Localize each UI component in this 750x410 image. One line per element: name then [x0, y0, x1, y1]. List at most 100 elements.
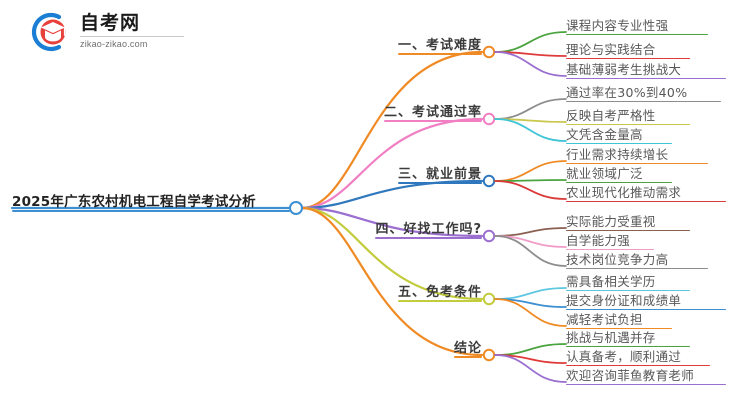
branch-node-3[interactable]: 三、就业前景 — [397, 163, 482, 184]
root-node-underline — [12, 210, 290, 212]
leaf-node-3-3[interactable]: 农业现代化推动需求 — [566, 182, 726, 203]
leaf-node-1-3[interactable]: 基础薄弱考生挑战大 — [566, 59, 726, 80]
branch-node-1[interactable]: 一、考试难度 — [397, 34, 482, 55]
leaf-wire-6-1 — [494, 343, 567, 356]
logo-name-cn: 自考网 — [80, 12, 141, 34]
branch-node-dot-5[interactable] — [482, 292, 496, 306]
leaf-node-6-2[interactable]: 认真备考，顺利通过 — [566, 346, 710, 367]
site-logo[interactable]: 自考网 zikao-zikao.com — [28, 8, 188, 56]
leaf-wire-2-3 — [494, 118, 567, 142]
leaf-node-2-2-underline — [566, 124, 690, 126]
leaf-node-4-3-text: 技术岗位竞争力高 — [566, 252, 669, 267]
leaf-node-2-1-text: 通过率在30%到40% — [566, 85, 688, 100]
branch-node-dot-1[interactable] — [482, 45, 496, 59]
branch-node-dot-6[interactable] — [482, 348, 496, 362]
leaf-node-4-1-underline — [566, 230, 690, 232]
branch-node-5-underline — [397, 300, 482, 302]
leaf-wire-3-1 — [494, 160, 567, 182]
leaf-node-4-2-text: 自学能力强 — [566, 233, 631, 248]
root-node-text: 2025年广东农村机电工程自学考试分析 — [12, 194, 256, 210]
branch-node-4-text: 四、好找工作吗? — [375, 222, 482, 237]
branch-wire-5 — [300, 206, 484, 301]
leaf-node-1-2-underline — [566, 58, 690, 60]
leaf-node-3-3-underline — [566, 201, 726, 203]
leaf-wire-1-3 — [494, 51, 567, 77]
branch-wire-1 — [300, 50, 484, 210]
leaf-node-6-3-underline — [566, 384, 726, 386]
branch-node-2[interactable]: 二、考试通过率 — [383, 101, 482, 122]
leaf-node-6-2-underline — [566, 365, 710, 367]
branch-wire-6 — [300, 206, 484, 357]
leaf-wire-6-3 — [494, 354, 567, 383]
leaf-wire-3-3 — [494, 180, 567, 200]
leaf-wire-5-3 — [494, 298, 567, 327]
branch-node-dot-4[interactable] — [482, 229, 496, 243]
leaf-node-3-1-text: 行业需求持续增长 — [566, 147, 669, 162]
leaf-node-2-3-text: 文凭含金量高 — [566, 127, 643, 142]
leaf-node-4-1-text: 实际能力受重视 — [566, 214, 656, 229]
leaf-node-3-2-text: 就业领域广泛 — [566, 166, 643, 181]
leaf-node-4-3-underline — [566, 268, 708, 270]
leaf-node-5-2-text: 提交身份证和成绩单 — [566, 293, 682, 308]
graduation-cap-logo-icon — [31, 12, 66, 52]
branch-node-dot-3[interactable] — [482, 174, 496, 188]
branch-wire-4 — [300, 206, 484, 238]
leaf-node-3-3-text: 农业现代化推动需求 — [566, 185, 682, 200]
leaf-node-1-1-underline — [566, 34, 708, 36]
leaf-node-4-2[interactable]: 自学能力强 — [566, 230, 654, 251]
leaf-wire-5-1 — [494, 287, 567, 300]
leaf-node-3-2[interactable]: 就业领域广泛 — [566, 163, 672, 184]
branch-node-6[interactable]: 结论 — [453, 337, 482, 358]
branch-node-2-text: 二、考试通过率 — [383, 105, 482, 120]
leaf-node-2-3[interactable]: 文凭含金量高 — [566, 124, 672, 145]
leaf-node-6-3-text: 欢迎咨询菲鱼教育老师 — [566, 368, 695, 383]
leaf-node-4-3[interactable]: 技术岗位竞争力高 — [566, 249, 708, 270]
branch-node-6-underline — [453, 356, 482, 358]
leaf-node-5-1[interactable]: 需具备相关学历 — [566, 271, 690, 292]
leaf-node-2-3-underline — [566, 143, 672, 145]
leaf-node-4-2-underline — [566, 249, 654, 251]
leaf-node-1-3-text: 基础薄弱考生挑战大 — [566, 62, 682, 77]
leaf-node-6-1[interactable]: 挑战与机遇并存 — [566, 327, 690, 348]
leaf-node-3-2-underline — [566, 182, 672, 184]
leaf-node-2-2[interactable]: 反映自考严格性 — [566, 105, 690, 126]
branch-node-1-underline — [397, 53, 482, 55]
leaf-node-1-3-underline — [566, 78, 726, 80]
leaf-node-5-3[interactable]: 减轻考试负担 — [566, 309, 672, 330]
leaf-node-5-1-underline — [566, 290, 690, 292]
branch-node-4-underline — [375, 237, 482, 239]
branch-node-dot-2[interactable] — [482, 112, 496, 126]
branch-wire-2 — [300, 117, 484, 210]
branch-node-3-text: 三、就业前景 — [397, 167, 482, 182]
branch-node-5[interactable]: 五、免考条件 — [397, 281, 482, 302]
branch-node-5-text: 五、免考条件 — [397, 285, 482, 300]
leaf-node-1-1[interactable]: 课程内容专业性强 — [566, 15, 708, 36]
leaf-wire-2-1 — [494, 98, 567, 120]
root-node-dot[interactable] — [289, 201, 303, 215]
root-node[interactable]: 2025年广东农村机电工程自学考试分析 — [12, 190, 290, 212]
leaf-node-6-1-text: 挑战与机遇并存 — [566, 330, 656, 345]
leaf-node-3-1[interactable]: 行业需求持续增长 — [566, 144, 708, 165]
leaf-node-5-2[interactable]: 提交身份证和成绩单 — [566, 290, 726, 311]
leaf-node-6-2-text: 认真备考，顺利通过 — [566, 349, 682, 364]
leaf-node-6-1-underline — [566, 346, 690, 348]
leaf-node-2-1[interactable]: 通过率在30%到40% — [566, 82, 721, 103]
leaf-node-5-3-underline — [566, 328, 672, 330]
leaf-node-6-3[interactable]: 欢迎咨询菲鱼教育老师 — [566, 365, 726, 386]
leaf-node-5-1-text: 需具备相关学历 — [566, 274, 656, 289]
leaf-wire-4-3 — [494, 235, 567, 267]
branch-node-6-text: 结论 — [453, 341, 482, 356]
leaf-node-3-1-underline — [566, 163, 708, 165]
leaf-node-5-2-underline — [566, 309, 726, 311]
logo-domain: zikao-zikao.com — [80, 39, 148, 49]
leaf-node-5-3-text: 减轻考试负担 — [566, 312, 643, 327]
leaf-node-1-2-text: 理论与实践结合 — [566, 42, 656, 57]
branch-node-4[interactable]: 四、好找工作吗? — [375, 218, 482, 239]
leaf-node-2-2-text: 反映自考严格性 — [566, 108, 656, 123]
leaf-node-4-1[interactable]: 实际能力受重视 — [566, 211, 690, 232]
leaf-wire-1-1 — [494, 31, 567, 53]
leaf-node-1-2[interactable]: 理论与实践结合 — [566, 39, 690, 60]
branch-node-2-underline — [383, 120, 482, 122]
branch-node-1-text: 一、考试难度 — [397, 38, 482, 53]
